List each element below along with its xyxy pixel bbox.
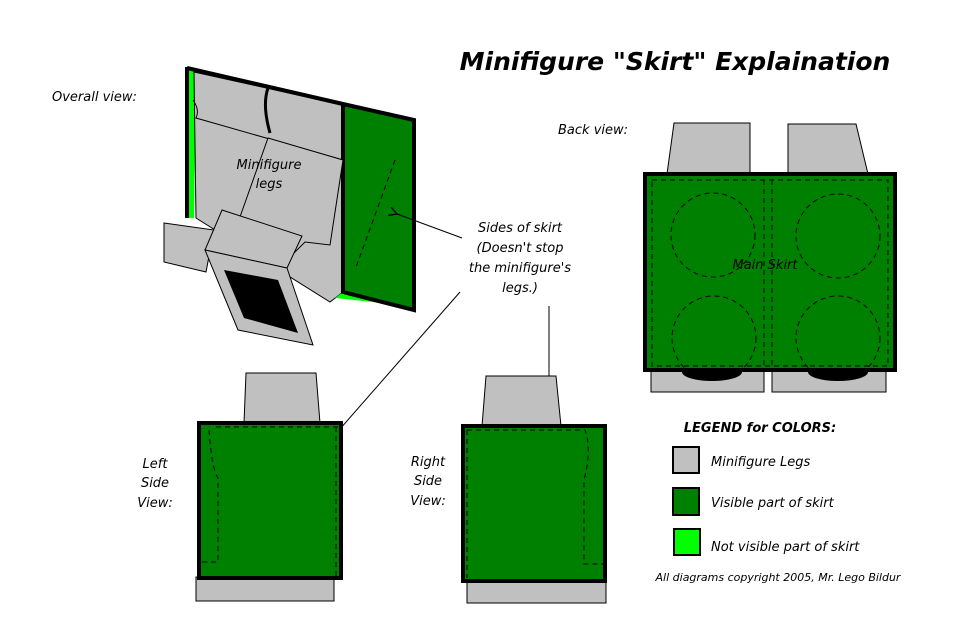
skirt-side-panel [343, 104, 414, 310]
sides-label-3: the minifigure's [469, 261, 571, 276]
legend-label-legs: Minifigure Legs [711, 455, 811, 470]
left-side-view: Left Side View: [137, 372, 343, 602]
overall-view-drawing: Minifigure legs [163, 66, 416, 346]
left-side-label-1: Left [143, 457, 169, 472]
left-side-label-2: Side [141, 476, 169, 491]
legend-label-hidden-skirt: Not visible part of skirt [711, 540, 860, 555]
sides-label-1: Sides of skirt [478, 221, 563, 236]
right-side-label-2: Side [414, 474, 442, 489]
minifigure-legs-label-1: Minifigure [237, 158, 302, 173]
copyright-text: All diagrams copyright 2005, Mr. Lego Bi… [655, 571, 902, 584]
legend-title: LEGEND for COLORS: [684, 421, 836, 436]
overall-view-label: Overall view: [52, 90, 137, 105]
sides-label-4: legs.) [502, 281, 538, 296]
leg-block-left [163, 222, 215, 273]
right-side-label-3: View: [410, 494, 446, 509]
legend-swatch-legs [672, 446, 700, 474]
right-side-view: Right Side View: [410, 375, 607, 604]
diagram-title: Minifigure "Skirt" Explaination [460, 47, 891, 76]
foot-box-hole [224, 270, 298, 333]
main-skirt-label: Main Skirt [733, 258, 799, 273]
back-view-label: Back view: [558, 123, 628, 138]
back-view-drawing: Main Skirt [643, 122, 897, 393]
arrow-to-overall [397, 214, 463, 239]
right-side-label-1: Right [411, 455, 446, 470]
color-legend: LEGEND for COLORS: Minifigure Legs Visib… [655, 421, 902, 584]
sides-label-2: (Doesn't stop [477, 241, 564, 256]
legend-swatch-hidden-skirt [673, 528, 701, 556]
left-side-label-3: View: [137, 496, 173, 511]
minifigure-legs-label-2: legs [256, 177, 283, 192]
legend-swatch-visible-skirt [672, 487, 700, 516]
hidden-skirt-left-strip [187, 70, 196, 218]
legend-label-visible-skirt: Visible part of skirt [711, 496, 835, 511]
